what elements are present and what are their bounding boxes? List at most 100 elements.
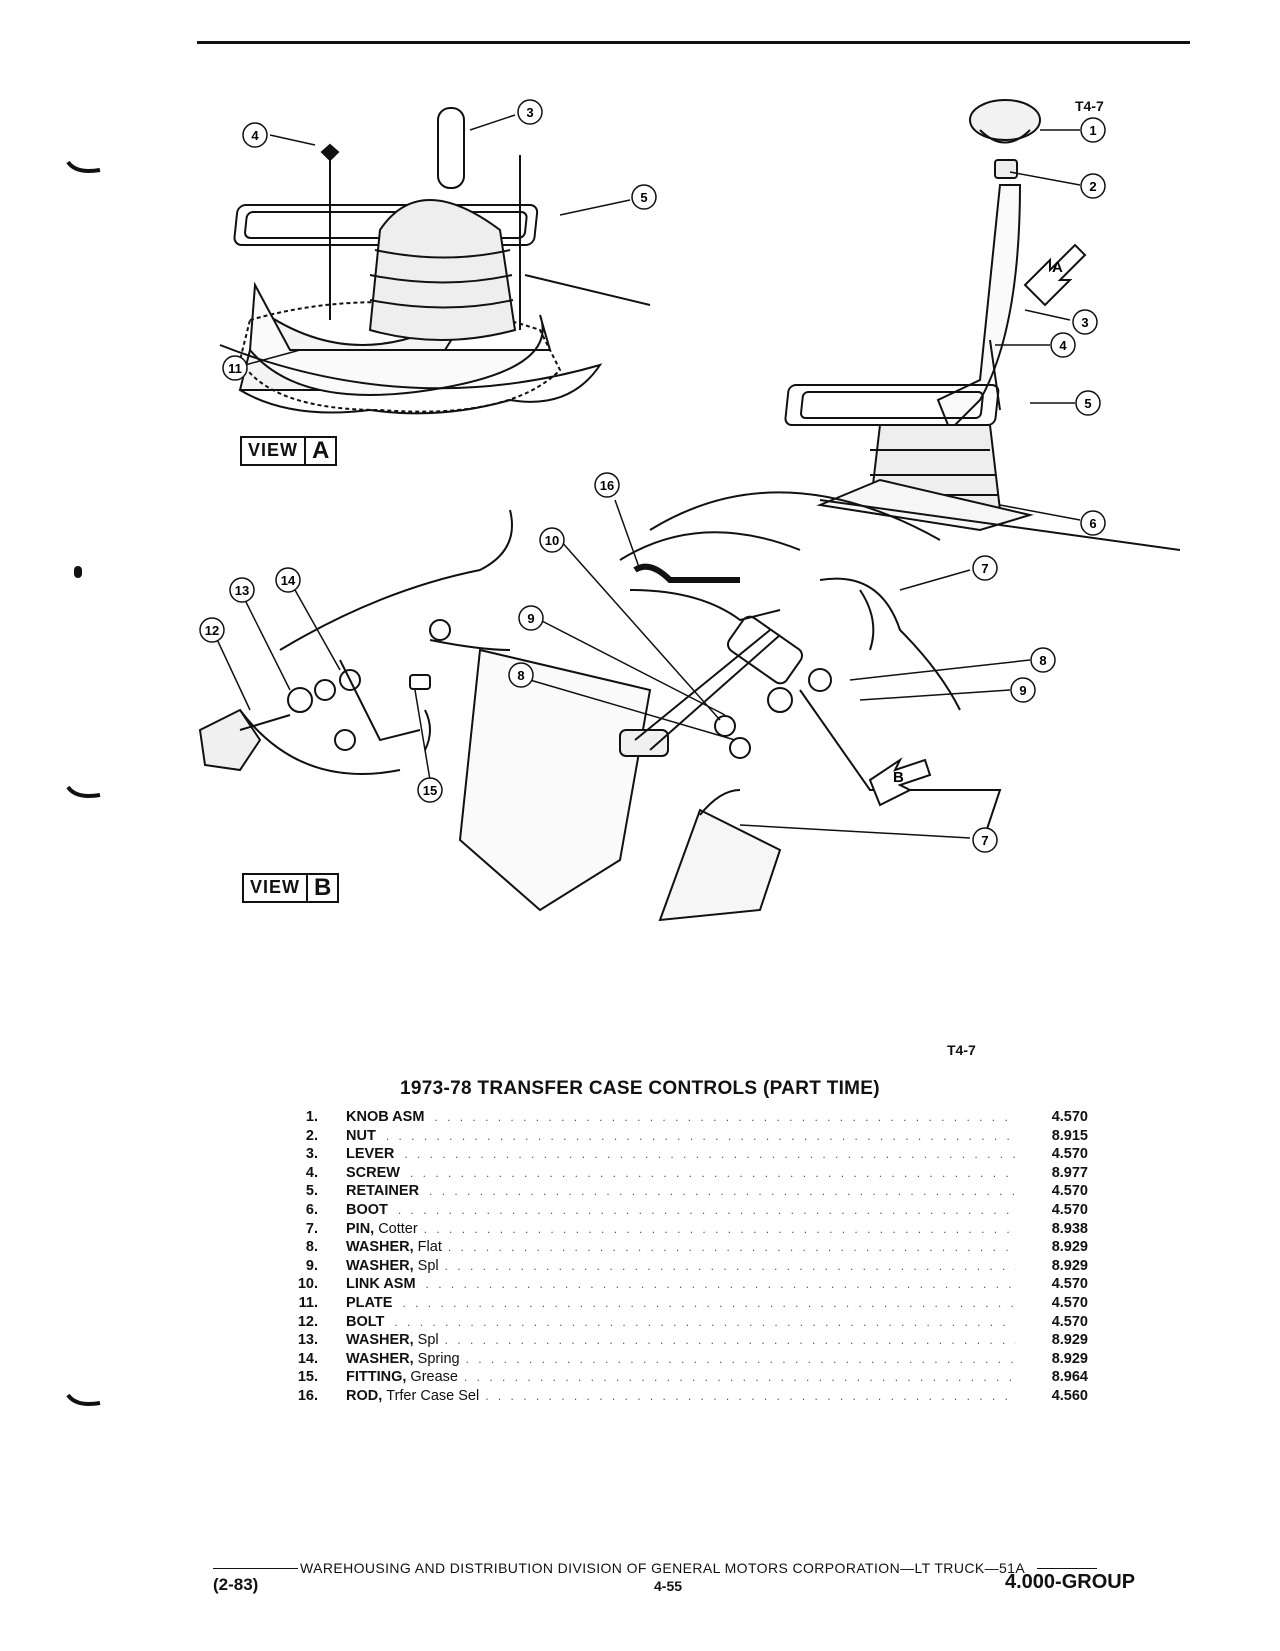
part-number: 12.	[297, 1313, 318, 1330]
part-number: 5.	[305, 1183, 318, 1200]
part-row: 11. PLATE . . . . . . . . . . . . . . . …	[278, 1294, 1088, 1313]
part-description: Spring	[417, 1350, 460, 1367]
part-row: 15. FITTING, Grease . . . . . . . . . . …	[278, 1368, 1088, 1387]
svg-text:7: 7	[981, 561, 988, 576]
leader-dots: . . . . . . . . . . . . . . . . . . . . …	[485, 1388, 1016, 1403]
callout-7-upper: 7	[972, 555, 998, 581]
callouts: 4 3 5 11 1 2 3 4 5 6 16 10 9 8 7 8 9 7 1…	[199, 99, 1106, 853]
binder-hole-mark	[66, 1393, 101, 1406]
svg-text:13: 13	[235, 583, 249, 598]
view-a-label: VIEW A	[240, 436, 338, 466]
callout-7-lower: 7	[972, 827, 998, 853]
part-row: 12. BOLT . . . . . . . . . . . . . . . .…	[278, 1313, 1088, 1332]
part-name: WASHER,	[346, 1350, 414, 1367]
part-group-code: 8.938	[1051, 1220, 1088, 1237]
part-group-code: 8.929	[1051, 1350, 1088, 1367]
shift-lever-assembly	[784, 99, 1180, 551]
part-number: 15.	[297, 1369, 318, 1386]
callout-13: 13	[229, 577, 255, 603]
part-group-code: 4.570	[1051, 1146, 1088, 1163]
svg-text:12: 12	[205, 623, 219, 638]
part-name: BOLT	[346, 1313, 385, 1330]
callout-14: 14	[275, 567, 301, 593]
part-group-code: 4.560	[1051, 1387, 1088, 1404]
part-group-code: 4.570	[1051, 1313, 1088, 1330]
leader-dots: . . . . . . . . . . . . . . . . . . . . …	[397, 1202, 1016, 1217]
part-name: FITTING,	[346, 1369, 407, 1386]
parts-list: 1. KNOB ASM . . . . . . . . . . . . . . …	[278, 1108, 1088, 1406]
svg-text:4: 4	[251, 128, 259, 143]
leader-dots: . . . . . . . . . . . . . . . . . . . . …	[425, 1277, 1016, 1292]
callout-8-right: 8	[1030, 647, 1056, 673]
callout-5-top-left: 5	[631, 184, 657, 210]
leader-dots: . . . . . . . . . . . . . . . . . . . . …	[394, 1314, 1016, 1329]
leader-dots: . . . . . . . . . . . . . . . . . . . . …	[423, 1221, 1016, 1236]
part-description: Trfer Case Sel	[386, 1387, 480, 1404]
part-row: 2. NUT . . . . . . . . . . . . . . . . .…	[278, 1127, 1088, 1146]
part-name: WASHER,	[346, 1257, 414, 1274]
part-row: 1. KNOB ASM . . . . . . . . . . . . . . …	[278, 1108, 1088, 1127]
binder-hole-mark	[66, 785, 101, 798]
top-rule	[197, 41, 1190, 44]
view-a-assembly	[219, 107, 651, 415]
figure-code-top: T4-7	[1075, 98, 1104, 114]
part-row: 16. ROD, Trfer Case Sel . . . . . . . . …	[278, 1387, 1088, 1406]
callout-8-middle: 8	[508, 662, 534, 688]
footer-group: 4.000-GROUP	[1005, 1571, 1136, 1593]
svg-text:9: 9	[527, 611, 534, 626]
part-number: 8.	[305, 1239, 318, 1256]
callout-5-right: 5	[1075, 390, 1101, 416]
part-row: 7. PIN, Cotter . . . . . . . . . . . . .…	[278, 1220, 1088, 1239]
leader-dots: . . . . . . . . . . . . . . . . . . . . …	[409, 1165, 1016, 1180]
part-row: 6. BOOT . . . . . . . . . . . . . . . . …	[278, 1201, 1088, 1220]
part-group-code: 4.570	[1051, 1294, 1088, 1311]
part-name: PIN,	[346, 1220, 375, 1237]
footer-revision-code: (2-83)	[213, 1575, 259, 1594]
part-row: 3. LEVER . . . . . . . . . . . . . . . .…	[278, 1145, 1088, 1164]
view-b-word: VIEW	[244, 875, 309, 901]
leader-dots: . . . . . . . . . . . . . . . . . . . . …	[404, 1147, 1016, 1162]
callout-12: 12	[199, 617, 225, 643]
part-number: 13.	[297, 1332, 318, 1349]
view-b-label: VIEW B	[242, 873, 340, 903]
part-group-code: 8.929	[1051, 1239, 1088, 1256]
part-name: PLATE	[346, 1294, 393, 1311]
part-description: Spl	[417, 1332, 439, 1349]
part-name: ROD,	[346, 1387, 383, 1404]
part-description: Spl	[417, 1257, 439, 1274]
part-description: Cotter	[378, 1220, 418, 1237]
part-number: 3.	[305, 1146, 318, 1163]
part-name: LEVER	[346, 1146, 395, 1163]
part-row: 4. SCREW . . . . . . . . . . . . . . . .…	[278, 1164, 1088, 1183]
part-description: Flat	[417, 1239, 442, 1256]
svg-text:9: 9	[1019, 683, 1026, 698]
callout-9-right: 9	[1010, 677, 1036, 703]
view-a-letter: A	[312, 437, 330, 464]
part-row: 10. LINK ASM . . . . . . . . . . . . . .…	[278, 1275, 1088, 1294]
part-row: 13. WASHER, Spl . . . . . . . . . . . . …	[278, 1331, 1088, 1350]
part-number: 16.	[297, 1387, 318, 1404]
leader-dots: . . . . . . . . . . . . . . . . . . . . …	[444, 1333, 1016, 1348]
part-group-code: 8.977	[1051, 1164, 1088, 1181]
part-number: 2.	[305, 1127, 318, 1144]
view-b-assembly	[198, 509, 513, 775]
part-group-code: 4.570	[1051, 1276, 1088, 1293]
part-group-code: 4.570	[1051, 1183, 1088, 1200]
svg-text:1: 1	[1089, 123, 1096, 138]
part-name: WASHER,	[346, 1239, 414, 1256]
leader-dots: . . . . . . . . . . . . . . . . . . . . …	[465, 1351, 1016, 1366]
svg-text:15: 15	[423, 783, 437, 798]
part-row: 8. WASHER, Flat . . . . . . . . . . . . …	[278, 1238, 1088, 1257]
footer-line: WAREHOUSING AND DISTRIBUTION DIVISION OF…	[213, 1560, 1166, 1576]
callout-9-middle: 9	[518, 605, 544, 631]
figure-code-bottom: T4-7	[947, 1042, 976, 1058]
svg-text:3: 3	[526, 105, 533, 120]
part-name: WASHER,	[346, 1332, 414, 1349]
part-number: 4.	[305, 1164, 318, 1181]
leader-dots: . . . . . . . . . . . . . . . . . . . . …	[402, 1295, 1016, 1310]
part-number: 7.	[305, 1220, 318, 1237]
svg-text:6: 6	[1089, 516, 1096, 531]
view-b-letter: B	[314, 874, 332, 901]
part-description: Grease	[410, 1369, 458, 1386]
part-name: NUT	[346, 1127, 376, 1144]
